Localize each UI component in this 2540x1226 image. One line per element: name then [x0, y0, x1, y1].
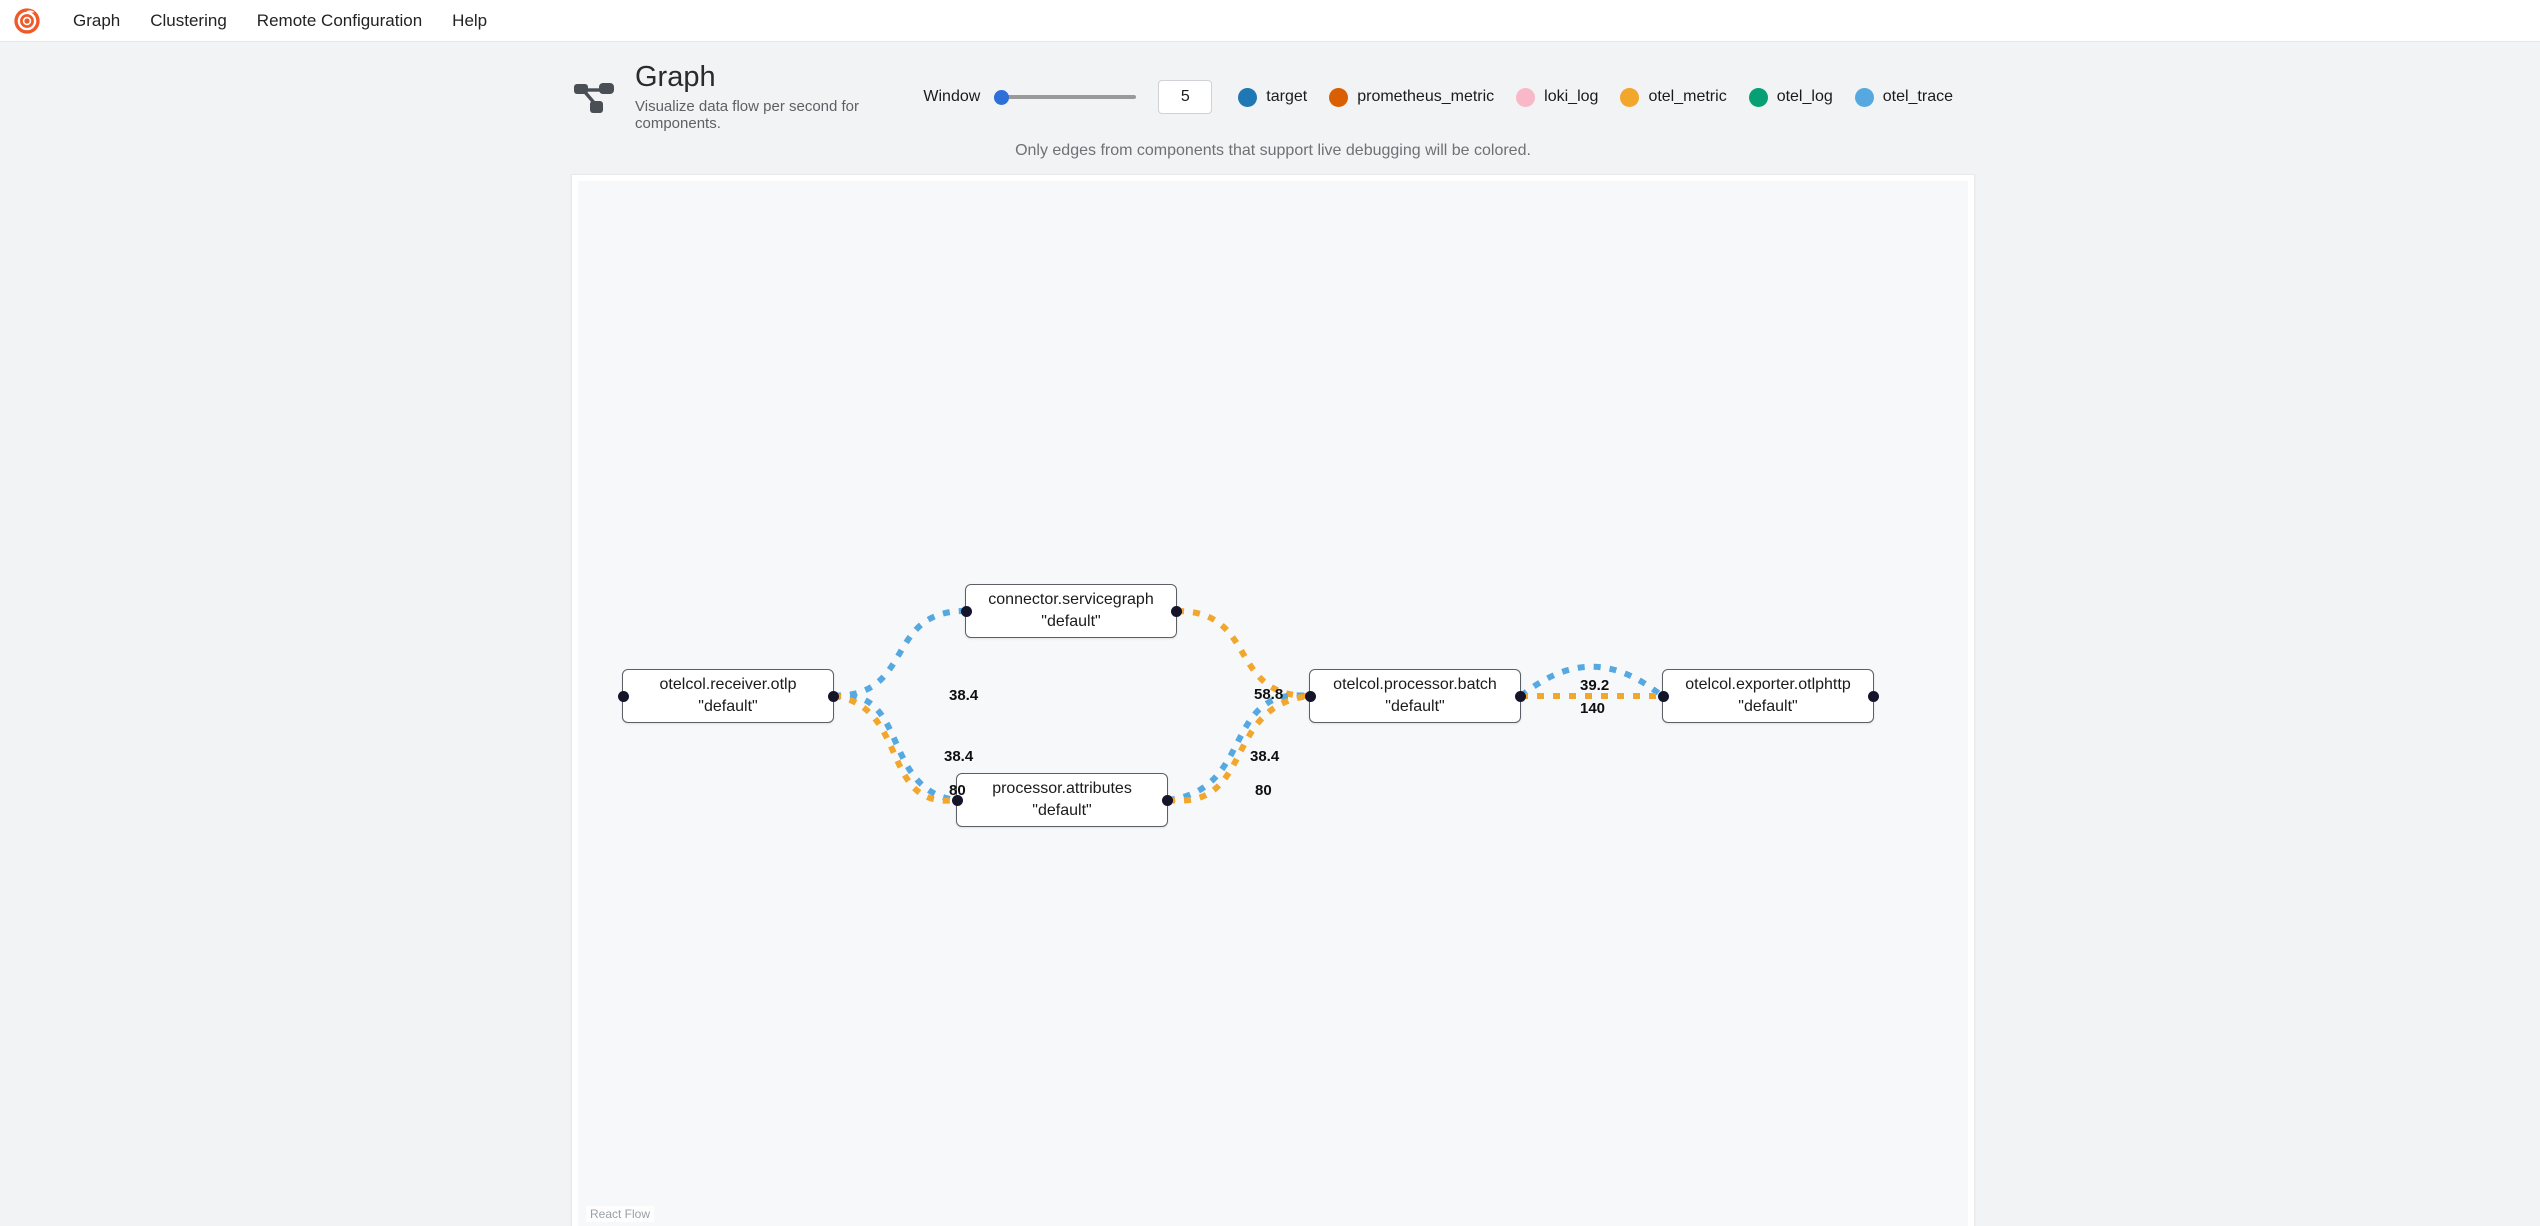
legend-color-dot: [1748, 87, 1768, 107]
legend-color-dot: [1516, 87, 1536, 107]
flow-node-batch[interactable]: otelcol.processor.batch"default": [1304, 669, 1526, 723]
node-label: otelcol.receiver.otlp"default": [659, 676, 797, 715]
edge-layer: [833, 608, 1664, 804]
window-value-input[interactable]: [1158, 80, 1213, 114]
window-slider[interactable]: [994, 88, 1137, 106]
node-handle-right[interactable]: [1161, 794, 1173, 806]
colored-edges-note: Only edges from components that support …: [1015, 142, 1531, 159]
node-handle-left[interactable]: [617, 690, 629, 702]
edge-label-sg-batch-met: 58.8: [1254, 686, 1284, 703]
top-navigation-bar: Graph Clustering Remote Configuration He…: [0, 0, 2540, 42]
grafana-alloy-logo[interactable]: [10, 4, 44, 38]
flow-edge-sg-batch-met[interactable]: [1176, 608, 1310, 699]
flow-node-servicegraph[interactable]: connector.servicegraph"default": [960, 584, 1182, 638]
node-handle-left[interactable]: [1304, 690, 1316, 702]
legend-item-target[interactable]: target: [1238, 87, 1308, 107]
legend-color-dot: [1238, 87, 1258, 107]
window-controls: Window: [923, 80, 1213, 114]
node-handle-right[interactable]: [1514, 690, 1526, 702]
nav-item-help[interactable]: Help: [452, 10, 488, 30]
flow-edge-recv-attr-met[interactable]: [833, 693, 957, 804]
edge-label-batch-exp-tr: 39.2: [1580, 677, 1610, 694]
flow-edge-attr-batch-tr[interactable]: [1167, 692, 1310, 803]
window-label: Window: [923, 88, 981, 105]
nav-item-graph[interactable]: Graph: [73, 10, 121, 30]
flow-node-attributes[interactable]: processor.attributes"default": [951, 773, 1173, 827]
flow-edge-recv-sg-trace[interactable]: [833, 608, 966, 699]
react-flow-attribution[interactable]: React Flow: [586, 1206, 655, 1222]
node-label: connector.servicegraph"default": [988, 591, 1154, 630]
edge-label-attr-batch-met: 80: [1255, 782, 1272, 799]
nav-item-clustering[interactable]: Clustering: [150, 10, 227, 30]
node-label: processor.attributes"default": [992, 780, 1132, 819]
title-block: Graph Visualize data flow per second for…: [571, 61, 923, 132]
legend-item-loki-log[interactable]: loki_log: [1516, 87, 1599, 107]
node-handle-left[interactable]: [951, 794, 963, 806]
slider-thumb[interactable]: [994, 89, 1010, 105]
legend-color-dot: [1620, 87, 1640, 107]
node-handle-right[interactable]: [1867, 690, 1879, 702]
title-text-group: Graph Visualize data flow per second for…: [635, 61, 923, 132]
legend-label: loki_log: [1544, 88, 1599, 105]
content-column: Graph Visualize data flow per second for…: [571, 42, 1975, 1226]
node-handle-right[interactable]: [827, 690, 839, 702]
node-handle-left[interactable]: [960, 605, 972, 617]
legend-color-dot: [1854, 87, 1874, 107]
edge-label-attr-batch-tr: 38.4: [1250, 748, 1280, 765]
legend-item-otel-log[interactable]: otel_log: [1748, 87, 1833, 107]
legend-label: otel_metric: [1648, 88, 1727, 105]
flow-edge-attr-batch-met[interactable]: [1167, 693, 1310, 804]
node-label: otelcol.exporter.otlphttp"default": [1685, 676, 1851, 715]
legend-label: otel_trace: [1882, 88, 1953, 105]
flow-node-receiver[interactable]: otelcol.receiver.otlp"default": [617, 669, 839, 723]
flow-panel: otelcol.receiver.otlp"default" connector.…: [571, 174, 1975, 1226]
page-subtitle: Visualize data flow per second for compo…: [635, 97, 860, 132]
slider-rail: [994, 95, 1137, 99]
legend-label: otel_log: [1776, 88, 1833, 105]
flow-edge-recv-attr-trace[interactable]: [833, 692, 957, 803]
flow-node-exporter[interactable]: otelcol.exporter.otlphttp"default": [1657, 669, 1879, 723]
edge-label-recv-attr-met: 80: [949, 782, 966, 799]
edge-color-legend: target prometheus_metric loki_log otel_m…: [1238, 87, 1975, 107]
page-title: Graph: [635, 61, 716, 94]
edge-label-recv-sg-trace: 38.4: [949, 687, 979, 704]
nav-item-remote-configuration[interactable]: Remote Configuration: [256, 10, 423, 30]
react-flow-canvas[interactable]: otelcol.receiver.otlp"default" connector.…: [578, 181, 1968, 1226]
node-handle-left[interactable]: [1657, 690, 1669, 702]
edge-label-recv-attr-trace: 38.4: [944, 748, 974, 765]
edge-label-batch-exp-met: 140: [1580, 700, 1606, 717]
legend-label: prometheus_metric: [1357, 88, 1495, 105]
graph-node-icon: [571, 74, 617, 120]
legend-label: target: [1266, 88, 1308, 105]
page-body: Graph Visualize data flow per second for…: [0, 42, 2540, 1226]
legend-item-prometheus-metric[interactable]: prometheus_metric: [1329, 87, 1495, 107]
node-label: otelcol.processor.batch"default": [1333, 676, 1497, 715]
page-header: Graph Visualize data flow per second for…: [571, 42, 1975, 134]
legend-item-otel-trace[interactable]: otel_trace: [1854, 87, 1953, 107]
legend-color-dot: [1329, 87, 1349, 107]
node-handle-right[interactable]: [1170, 605, 1182, 617]
flow-edge-batch-exp-tr[interactable]: [1519, 663, 1664, 699]
legend-item-otel-metric[interactable]: otel_metric: [1620, 87, 1727, 107]
